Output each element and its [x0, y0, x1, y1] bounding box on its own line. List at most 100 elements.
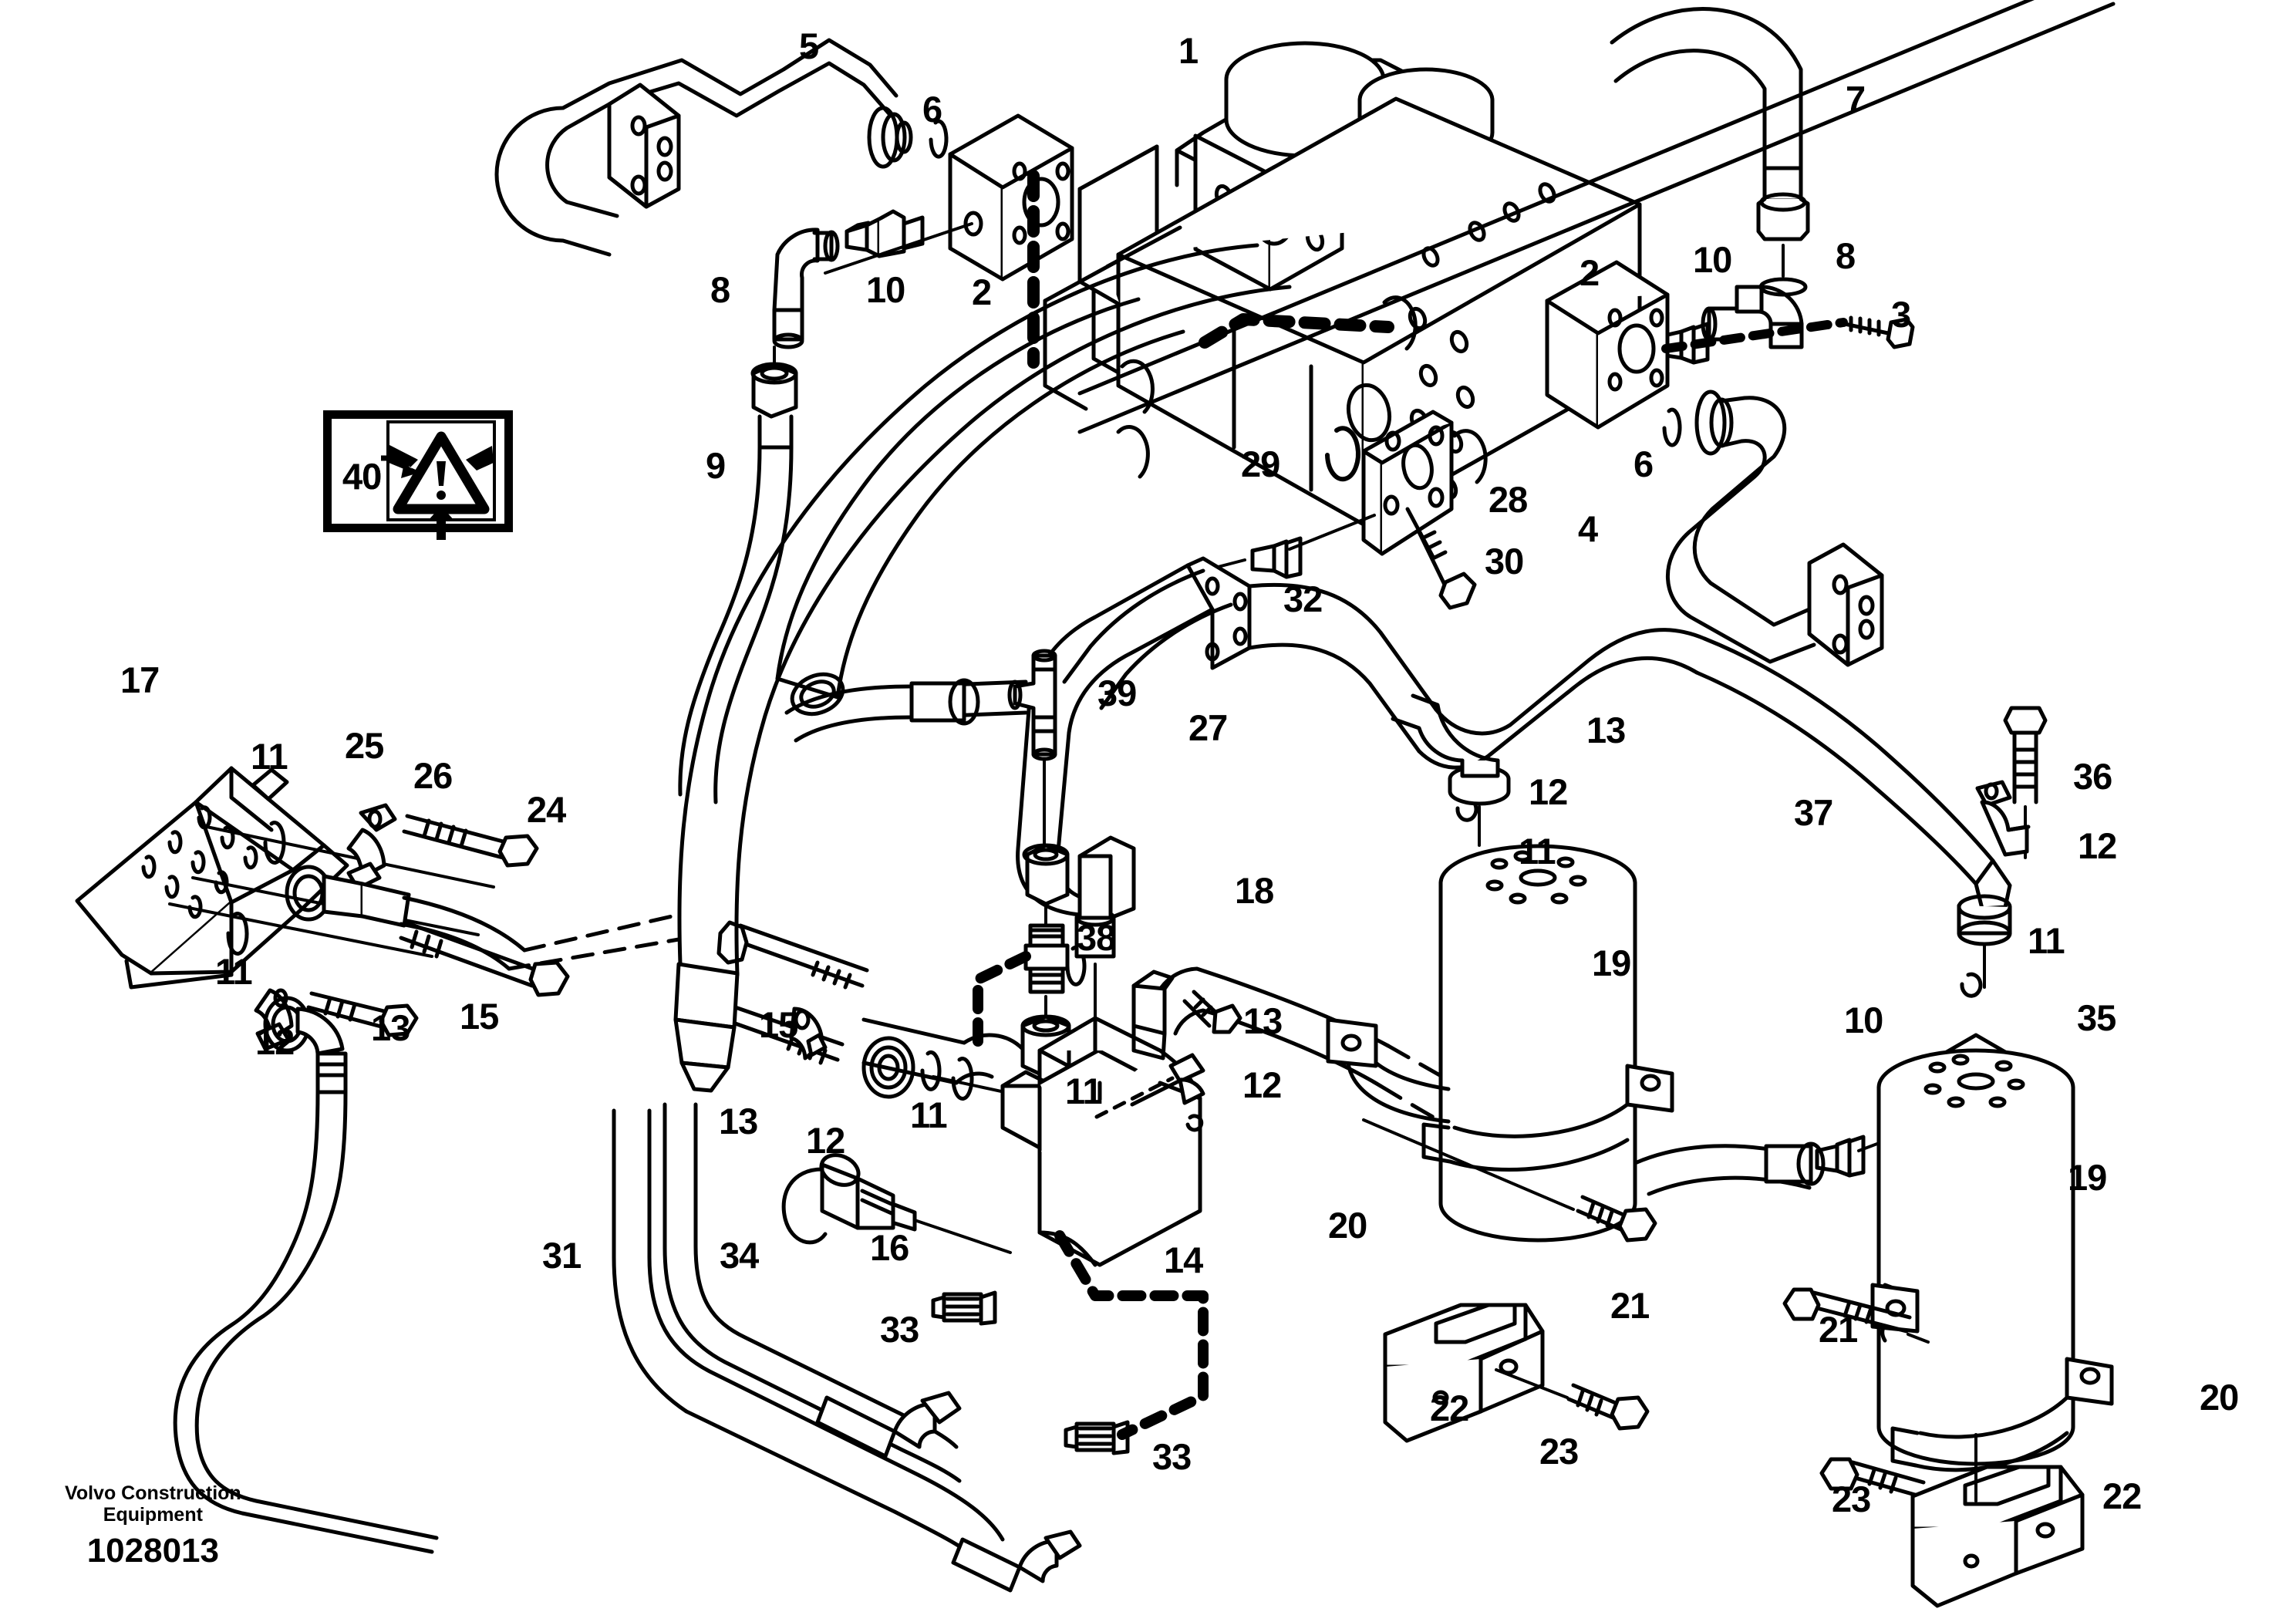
callout-12: 12	[255, 1021, 295, 1062]
hose-34-end-fitting	[815, 1391, 962, 1458]
callout-16: 16	[870, 1227, 909, 1268]
bracket-22-upper	[1383, 1303, 1545, 1443]
callout-25: 25	[345, 725, 384, 766]
hose-37	[1694, 636, 2012, 946]
callout-21: 21	[1610, 1285, 1650, 1326]
callout-4: 4	[1578, 508, 1598, 549]
bolt-36	[2003, 706, 2048, 804]
tube-4	[1665, 389, 1884, 667]
fitting-on-19-upper	[1391, 693, 1511, 806]
sheet-footer: Volvo Construction Equipment 1028013	[65, 1482, 241, 1570]
callout-10: 10	[1844, 1000, 1883, 1040]
callout-20: 20	[1328, 1205, 1367, 1246]
callout-15: 15	[759, 1004, 798, 1045]
adapter-32	[1250, 536, 1303, 579]
callout-12: 12	[1529, 771, 1568, 812]
union-nut-center	[1022, 843, 1070, 906]
union-33b	[1064, 1420, 1130, 1455]
nut-hose-9	[678, 362, 798, 804]
callout-15: 15	[460, 996, 499, 1037]
callout-22: 22	[1430, 1388, 1469, 1428]
bolt-15-left	[399, 920, 570, 997]
callout-13: 13	[371, 1007, 410, 1048]
callout-13: 13	[1243, 1000, 1283, 1041]
callout-40: 40	[342, 456, 382, 497]
callout-21: 21	[1819, 1309, 1858, 1350]
brand-line-2: Equipment	[103, 1504, 203, 1526]
callout-12: 12	[806, 1120, 845, 1161]
tube-27-right-branch	[1417, 628, 1707, 770]
oring-29	[1325, 426, 1360, 482]
bolt-30	[1405, 507, 1477, 610]
callout-2: 2	[972, 271, 992, 312]
callout-13: 13	[1586, 710, 1626, 750]
callout-18: 18	[1235, 870, 1274, 911]
bolt-21-lower	[1782, 1287, 1912, 1334]
bolt-26	[402, 814, 539, 868]
oring-6a	[929, 119, 949, 159]
callout-19: 19	[2068, 1157, 2107, 1198]
callout-37: 37	[1794, 792, 1833, 833]
callout-10: 10	[866, 269, 905, 310]
tube-5	[494, 38, 913, 257]
callout-8: 8	[1836, 235, 1856, 276]
flange-28	[1361, 410, 1454, 556]
hose-34	[663, 1102, 962, 1483]
callout-11: 11	[2028, 920, 2065, 961]
sensor-16	[781, 1153, 917, 1245]
callout-6: 6	[922, 89, 942, 130]
callout-11: 11	[1519, 831, 1556, 872]
callout-10: 10	[1693, 239, 1732, 280]
elbow-on-17	[173, 996, 439, 1554]
hose-31	[612, 1108, 1005, 1566]
callout-39: 39	[1097, 673, 1137, 713]
callout-27: 27	[1188, 707, 1228, 748]
callout-11: 11	[910, 1094, 948, 1135]
tube-27	[1016, 556, 1438, 917]
callout-1: 1	[1178, 30, 1199, 71]
callout-12: 12	[2078, 825, 2117, 866]
drawing-number: 1028013	[86, 1532, 219, 1570]
clamp-12-right	[1975, 780, 2031, 857]
pipe-32-to-tee	[1062, 568, 1233, 710]
bolt-3	[1843, 315, 1915, 349]
branch-pipe-center	[775, 297, 1185, 717]
main-feed-pipe	[677, 243, 1292, 977]
callout-36: 36	[2073, 756, 2112, 797]
component-14	[1000, 1016, 1204, 1267]
callout-28: 28	[1489, 479, 1528, 520]
callout-8: 8	[710, 269, 730, 310]
oring-6b	[1662, 407, 1682, 447]
elbow-8-left	[772, 228, 840, 349]
callout-29: 29	[1241, 443, 1280, 484]
callout-13: 13	[719, 1101, 758, 1141]
callout-20: 20	[2200, 1377, 2239, 1418]
callout-31: 31	[542, 1235, 582, 1276]
bolt-13-left	[306, 991, 419, 1037]
bolt-23-upper	[1566, 1383, 1650, 1431]
callout-9: 9	[706, 445, 726, 486]
callout-33: 33	[1152, 1436, 1192, 1477]
bolt-13-at-18	[1182, 990, 1242, 1034]
callout-22: 22	[2102, 1475, 2142, 1516]
callout-33: 33	[880, 1309, 919, 1350]
main-feed-pipe-fitting	[673, 962, 740, 1093]
callout-2: 2	[1580, 252, 1600, 293]
callout-7: 7	[1846, 79, 1866, 120]
callout-11: 11	[1065, 1071, 1103, 1111]
adapter-10-left	[845, 209, 925, 258]
bolt-23-lower	[1819, 1457, 1926, 1499]
callout-11: 11	[215, 951, 253, 992]
callout-11: 11	[251, 736, 288, 777]
callout-34: 34	[720, 1235, 759, 1276]
callout-17: 17	[120, 659, 160, 700]
hose-31-end-fitting	[951, 1529, 1082, 1593]
callout-3: 3	[1891, 294, 1911, 335]
callout-23: 23	[1832, 1479, 1871, 1519]
callout-35: 35	[2077, 997, 2116, 1038]
callout-6: 6	[1633, 443, 1654, 484]
oring-11-center-lower	[951, 1057, 974, 1101]
clamp-12-at-18	[1168, 1053, 1205, 1105]
